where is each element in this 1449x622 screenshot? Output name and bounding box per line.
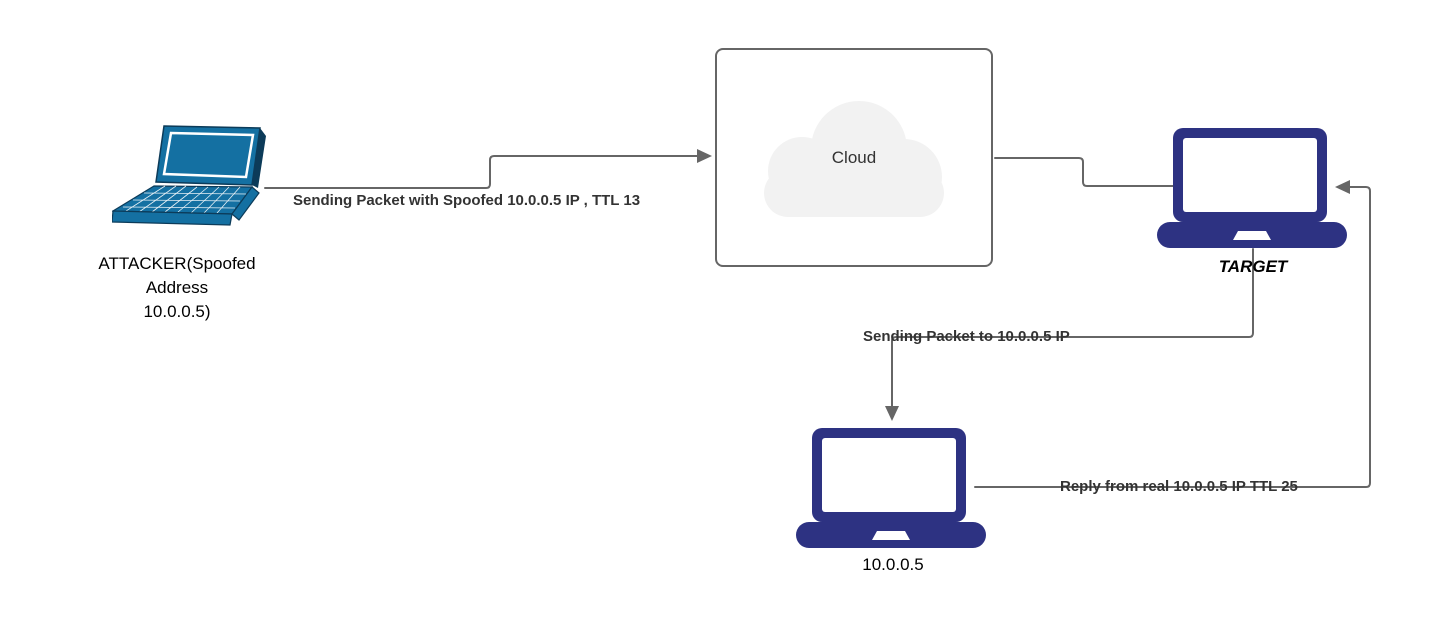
attacker-label: ATTACKER(Spoofed Address 10.0.0.5) bbox=[57, 252, 297, 324]
attacker-label-line1: ATTACKER(Spoofed bbox=[98, 254, 256, 273]
arrowhead-down-icon bbox=[885, 406, 899, 421]
edge-cloud-to-target bbox=[994, 157, 1178, 187]
edge-target-to-real-host bbox=[885, 248, 1254, 421]
real-host-laptop-icon bbox=[796, 428, 986, 548]
target-label: TARGET bbox=[1218, 257, 1288, 276]
arrowhead-right-icon bbox=[697, 149, 712, 163]
attacker-label-line2: Address bbox=[145, 278, 209, 297]
real-host-label: 10.0.0.5 bbox=[862, 555, 924, 574]
attacker-label-line3: 10.0.0.5) bbox=[143, 302, 211, 321]
target-laptop-icon bbox=[1157, 128, 1347, 248]
arrowhead-left-icon bbox=[1335, 180, 1350, 194]
edge-label-attacker-to-cloud: Sending Packet with Spoofed 10.0.0.5 IP … bbox=[293, 192, 641, 209]
edge-label-target-to-real-host: Sending Packet to 10.0.0.5 IP bbox=[863, 328, 1070, 345]
edge-real-host-to-target bbox=[974, 180, 1371, 488]
cloud-icon bbox=[764, 101, 944, 217]
edge-label-real-host-to-target: Reply from real 10.0.0.5 IP TTL 25 bbox=[1060, 478, 1298, 495]
edge-attacker-to-cloud bbox=[264, 149, 712, 189]
cloud-node: Cloud bbox=[715, 48, 993, 267]
cloud-label: Cloud bbox=[831, 147, 877, 167]
attacker-laptop-icon bbox=[112, 125, 266, 226]
